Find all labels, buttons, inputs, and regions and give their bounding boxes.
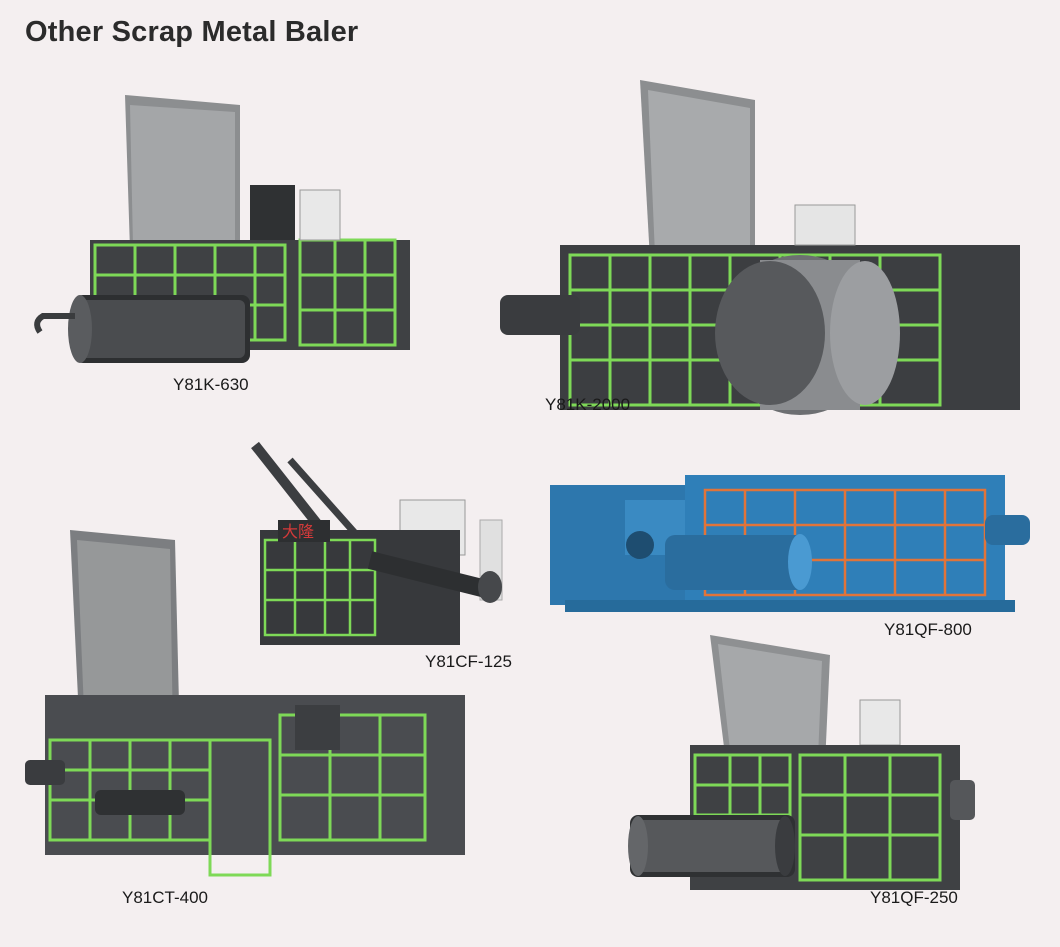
manufacturer-badge: 大隆	[282, 522, 314, 541]
baler-illustration: 大隆	[251, 441, 503, 645]
baler-illustration	[628, 635, 975, 890]
baler-image-y81ct-400	[25, 525, 465, 885]
page-title: Other Scrap Metal Baler	[25, 16, 359, 48]
baler-illustration	[34, 95, 410, 363]
baler-image-y81qf-250	[620, 630, 980, 895]
baler-image-y81k-2000	[500, 75, 1030, 425]
model-label-y81cf-125: Y81CF-125	[425, 652, 512, 671]
baler-illustration	[25, 530, 465, 877]
model-label-y81qf-250: Y81QF-250	[870, 888, 958, 907]
model-label-y81ct-400: Y81CT-400	[122, 888, 208, 907]
baler-illustration	[500, 80, 1020, 415]
baler-image-y81cf-125: 大隆	[250, 440, 520, 655]
model-label-y81qf-800: Y81QF-800	[884, 620, 972, 639]
baler-illustration	[550, 475, 1030, 612]
baler-image-y81qf-800	[545, 445, 1035, 630]
model-label-y81k-2000: Y81K-2000	[545, 395, 631, 414]
baler-image-y81k-630	[34, 90, 415, 370]
model-label-y81k-630: Y81K-630	[173, 375, 249, 394]
